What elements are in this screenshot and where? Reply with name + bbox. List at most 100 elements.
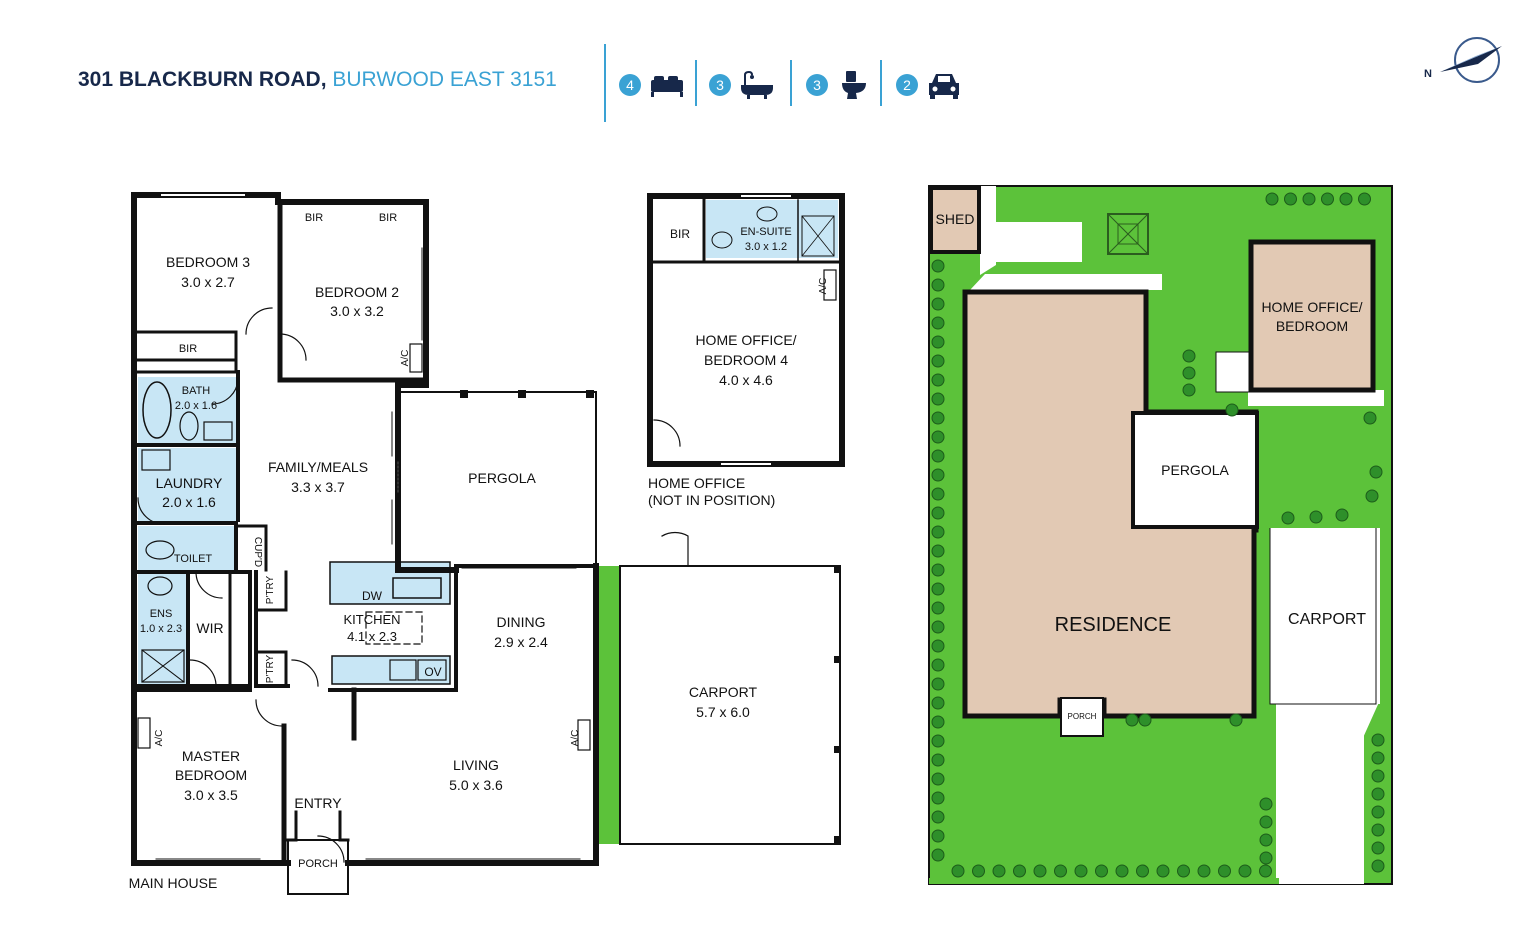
bir-label: BIR [379, 212, 397, 224]
shrub-icon [1371, 859, 1385, 873]
shrub-icon [931, 373, 945, 387]
shrub-icon [1136, 864, 1149, 878]
shrub-icon [1259, 851, 1273, 865]
dining-name: DINING [497, 614, 546, 630]
shrub-icon [931, 772, 945, 786]
ov-label: OV [424, 665, 441, 679]
site-carport-label: CARPORT [1288, 611, 1366, 628]
shrub-icon [1371, 769, 1385, 783]
carport-name: CARPORT [689, 684, 758, 700]
dw-label: DW [362, 589, 383, 603]
ac-label: A/C [818, 278, 829, 295]
shrub-icon [1371, 805, 1385, 819]
family-name: FAMILY/MEALS [268, 459, 368, 475]
office-caption-1: HOME OFFICE [648, 475, 745, 491]
shrub-icon [1363, 411, 1377, 425]
shrub-icon [1225, 403, 1239, 417]
shrub-icon [1302, 192, 1316, 206]
suburb: BURWOOD EAST 3151 [326, 68, 557, 91]
shrub-icon [931, 487, 945, 501]
shrub-icon [1182, 366, 1196, 380]
master-name-2: BEDROOM [175, 767, 247, 783]
divider [604, 44, 606, 122]
compass-north-label: N [1424, 68, 1432, 80]
bedrooms-feature: 4 [619, 70, 685, 100]
office-name-2: BEDROOM 4 [704, 352, 788, 368]
site-pergola-label: PERGOLA [1161, 462, 1229, 478]
ensuite-name: EN-SUITE [740, 226, 791, 238]
shrub-icon [1335, 508, 1349, 522]
laundry-size: 2.0 x 1.6 [162, 494, 216, 510]
bir-label: BIR [305, 212, 323, 224]
bathrooms-feature: 3 [709, 70, 775, 100]
shrub-icon [1369, 465, 1383, 479]
shrub-icon [931, 620, 945, 634]
bedroom2-size: 3.0 x 3.2 [330, 303, 384, 319]
toilet-icon [842, 71, 866, 99]
shrub-icon [931, 582, 945, 596]
ens-name: ENS [150, 608, 173, 620]
shrub-icon [931, 677, 945, 691]
shrub-icon [931, 525, 945, 539]
office-size: 4.0 x 4.6 [719, 372, 773, 388]
shrub-icon [1265, 192, 1279, 206]
shrub-icon [1371, 823, 1385, 837]
shrub-icon [931, 468, 945, 482]
bedroom3-name: BEDROOM 3 [166, 254, 250, 270]
shrub-icon [931, 829, 945, 843]
living-name: LIVING [453, 757, 499, 773]
car-icon [929, 74, 959, 99]
shrub-icon [951, 864, 965, 878]
shrub-icon [1197, 864, 1211, 878]
shrub-icon [931, 753, 945, 767]
shrub-icon [1365, 489, 1379, 503]
shrub-icon [1074, 864, 1088, 878]
shrub-icon [1054, 864, 1067, 878]
property-address: 301 BLACKBURN ROAD, BURWOOD EAST 3151 [78, 68, 557, 92]
kitchen-size: 4.1 x 2.3 [347, 629, 397, 644]
bath-size: 2.0 x 1.6 [175, 400, 217, 412]
residence-label: RESIDENCE [1055, 614, 1172, 636]
shrub-icon [1177, 864, 1190, 878]
bathroom-count: 3 [709, 74, 731, 96]
pantry-label: P'TRY [265, 654, 276, 683]
porch-label: PORCH [298, 858, 338, 870]
kitchen-name: KITCHEN [343, 612, 400, 627]
compass-icon: N [1424, 37, 1502, 83]
site-porch-label: PORCH [1068, 712, 1097, 721]
ac-label: A/C [154, 730, 165, 747]
living-size: 5.0 x 3.6 [449, 777, 503, 793]
shrub-icon [992, 864, 1006, 878]
bir-label: BIR [670, 227, 690, 241]
shrub-icon [1259, 833, 1273, 847]
shrub-icon [1013, 864, 1026, 878]
shrub-icon [1156, 864, 1170, 878]
shrub-icon [1095, 864, 1108, 878]
shrub-icon [972, 864, 985, 878]
main-house-caption: MAIN HOUSE [129, 875, 218, 891]
shrub-icon [931, 658, 945, 672]
shrub-icon [931, 430, 945, 444]
shrub-icon [1259, 815, 1273, 829]
office-name-1: HOME OFFICE/ [695, 332, 796, 348]
shrub-icon [1358, 192, 1371, 206]
shrub-icon [931, 696, 945, 710]
street-address: 301 BLACKBURN ROAD, [78, 68, 327, 91]
shrub-icon [1371, 841, 1385, 855]
dining-size: 2.9 x 2.4 [494, 634, 548, 650]
shrub-icon [1182, 383, 1196, 397]
site-office-label-2: BEDROOM [1276, 318, 1348, 334]
shrub-icon [931, 544, 945, 558]
divider [790, 60, 792, 106]
shrub-icon [931, 810, 945, 824]
shrub-icon [931, 449, 945, 463]
divider [695, 60, 697, 106]
bedroom3-size: 3.0 x 2.7 [181, 274, 235, 290]
bir-label: BIR [179, 343, 197, 355]
shrub-icon [931, 563, 945, 577]
bed-icon [651, 76, 683, 97]
shrub-icon [1115, 864, 1129, 878]
pergola-label: PERGOLA [468, 470, 536, 486]
